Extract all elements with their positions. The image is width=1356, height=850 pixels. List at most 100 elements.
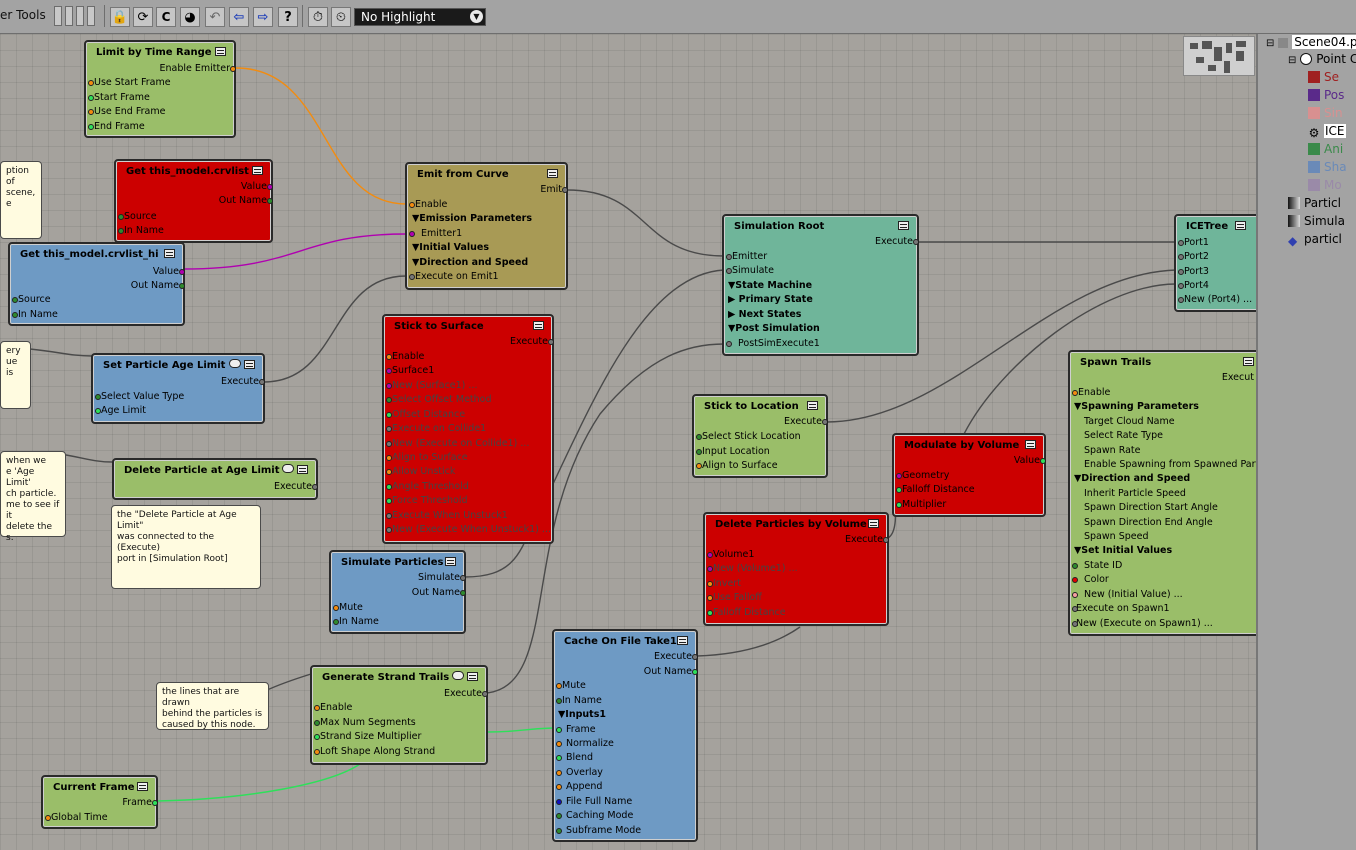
node-delete-particle-at-age-limit[interactable]: Delete Particle at Age Limit Execute: [112, 458, 318, 500]
port-group[interactable]: ▶ Next States: [728, 309, 802, 320]
tree-item[interactable]: ◆particl: [1288, 232, 1342, 248]
node-delete-particles-by-volume[interactable]: Delete Particles by Volume Execute Volum…: [703, 512, 889, 626]
port-in[interactable]: New (Initial Value) ...: [1072, 589, 1183, 601]
port-in[interactable]: Use End Frame: [88, 106, 165, 118]
port-in[interactable]: Geometry: [896, 470, 949, 482]
port-in[interactable]: Strand Size Multiplier: [314, 731, 421, 743]
port-in[interactable]: Emitter: [726, 251, 767, 263]
node-menu-icon[interactable]: [898, 221, 909, 230]
port-out[interactable]: Out Name: [412, 587, 466, 599]
port-in[interactable]: Spawn Direction Start Angle: [1084, 502, 1218, 513]
help-icon[interactable]: ?: [278, 7, 298, 27]
port-in[interactable]: Port2: [1178, 251, 1209, 263]
port-in[interactable]: Multiplier: [896, 499, 946, 511]
port-in[interactable]: New (Execute on Spawn1) ...: [1072, 618, 1213, 630]
port-group[interactable]: ▼Direction and Speed: [412, 257, 529, 268]
port-in[interactable]: Input Location: [696, 446, 770, 458]
port-in[interactable]: Use Start Frame: [88, 77, 171, 89]
port-in[interactable]: In Name: [118, 225, 164, 237]
port-in[interactable]: Emitter1: [409, 228, 462, 240]
comment-icon[interactable]: [229, 359, 241, 368]
port-in[interactable]: Enable: [314, 702, 352, 714]
node-modulate-by-volume[interactable]: Modulate by Volume Value Geometry Fallof…: [892, 433, 1046, 517]
node-menu-icon[interactable]: [547, 169, 558, 178]
node-menu-icon[interactable]: [533, 321, 544, 330]
node-menu-icon[interactable]: [1243, 357, 1254, 366]
port-out[interactable]: Execut: [1221, 372, 1254, 383]
node-menu-icon[interactable]: [244, 360, 255, 369]
port-in[interactable]: Offset Distance: [386, 409, 465, 421]
port-group[interactable]: ▼Set Initial Values: [1074, 545, 1173, 556]
node-menu-icon[interactable]: [252, 166, 263, 175]
port-in[interactable]: Source: [12, 294, 51, 306]
node-current-frame[interactable]: Current Frame Frame Global Time: [41, 775, 158, 829]
port-in[interactable]: Mute: [333, 602, 363, 614]
node-menu-icon[interactable]: [445, 557, 456, 566]
toolbar-grip[interactable]: [54, 6, 62, 26]
toolbar-grip[interactable]: [87, 6, 95, 26]
port-out[interactable]: Execute: [875, 236, 919, 248]
tree-item[interactable]: Particl: [1288, 195, 1341, 211]
port-in[interactable]: Select Value Type: [95, 391, 184, 403]
node-menu-icon[interactable]: [1235, 221, 1246, 230]
port-in[interactable]: Align to Surface: [696, 460, 778, 472]
port-in[interactable]: Execute When Unstuck1: [386, 510, 508, 522]
node-get-crvlist[interactable]: Get this_model.crvlist Value Out Name So…: [114, 159, 273, 243]
back-arrow-icon[interactable]: ⇦: [229, 7, 249, 27]
port-out[interactable]: Out Name: [131, 280, 185, 292]
port-in[interactable]: Max Num Segments: [314, 717, 416, 729]
node-menu-icon[interactable]: [164, 249, 175, 258]
port-in[interactable]: Spawn Speed: [1084, 531, 1149, 542]
port-out[interactable]: Execute: [444, 688, 488, 700]
port-in[interactable]: Angle Threshold: [386, 481, 469, 493]
port-in[interactable]: New (Port4) ...: [1178, 294, 1252, 306]
node-menu-icon[interactable]: [215, 47, 226, 56]
port-group[interactable]: ▶ Primary State: [728, 294, 813, 305]
node-icetree[interactable]: ICETree Port1 Port2 Port3 Port4 New (Por…: [1174, 214, 1256, 312]
node-simulation-root[interactable]: Simulation Root Execute Emitter Simulate…: [722, 214, 919, 356]
port-in[interactable]: In Name: [556, 695, 602, 707]
port-out[interactable]: Out Name: [219, 195, 273, 207]
port-in[interactable]: Age Limit: [95, 405, 146, 417]
port-in[interactable]: Execute on Spawn1: [1072, 603, 1170, 615]
port-in[interactable]: In Name: [12, 309, 58, 321]
node-menu-icon[interactable]: [137, 782, 148, 791]
tree-item[interactable]: Mo: [1308, 177, 1342, 193]
ice-graph-canvas[interactable]: Limit by Time Range Enable Emitter Use S…: [0, 34, 1256, 850]
clear-icon[interactable]: C: [156, 7, 176, 27]
stopwatch-icon[interactable]: ⏱: [308, 7, 328, 27]
port-group[interactable]: ▼Inputs1: [558, 709, 606, 720]
port-in[interactable]: Overlay: [556, 767, 603, 779]
port-in[interactable]: Inherit Particle Speed: [1084, 488, 1186, 499]
comment-icon[interactable]: [452, 671, 464, 680]
node-menu-icon[interactable]: [868, 519, 879, 528]
refresh-icon[interactable]: ⟳: [133, 7, 153, 27]
node-menu-icon[interactable]: [297, 465, 308, 474]
port-group[interactable]: ▼Initial Values: [412, 242, 489, 253]
port-in[interactable]: Falloff Distance: [896, 484, 975, 496]
tree-item[interactable]: ⚙ICE: [1308, 124, 1346, 140]
port-out[interactable]: Value: [153, 266, 185, 278]
port-in[interactable]: Enable: [386, 351, 424, 363]
port-group[interactable]: ▼Spawning Parameters: [1074, 401, 1199, 412]
forward-arrow-icon[interactable]: ⇨: [253, 7, 273, 27]
port-out[interactable]: Execute: [654, 651, 698, 663]
toolbar-grip[interactable]: [65, 6, 73, 26]
port-out[interactable]: Value: [241, 181, 273, 193]
port-in[interactable]: New (Execute on Collide1) ...: [386, 438, 529, 450]
port-in[interactable]: Append: [556, 781, 602, 793]
port-out[interactable]: Out Name: [644, 666, 698, 678]
node-menu-icon[interactable]: [677, 636, 688, 645]
node-get-crvlist-hi[interactable]: Get this_model.crvlist_hi Value Out Name…: [8, 242, 185, 326]
port-in[interactable]: Loft Shape Along Strand: [314, 746, 435, 758]
port-in[interactable]: Enable: [409, 199, 447, 211]
node-menu-icon[interactable]: [807, 401, 818, 410]
port-in[interactable]: Port4: [1178, 280, 1209, 292]
port-group[interactable]: ▼Emission Parameters: [412, 213, 532, 224]
port-in[interactable]: Caching Mode: [556, 810, 633, 822]
tree-item[interactable]: ⊟ Scene04.p: [1266, 34, 1356, 52]
node-emit-from-curve[interactable]: Emit from Curve Emit Enable ▼Emission Pa…: [405, 162, 568, 290]
port-in[interactable]: Invert: [707, 578, 741, 590]
port-group[interactable]: ▼Direction and Speed: [1074, 473, 1191, 484]
